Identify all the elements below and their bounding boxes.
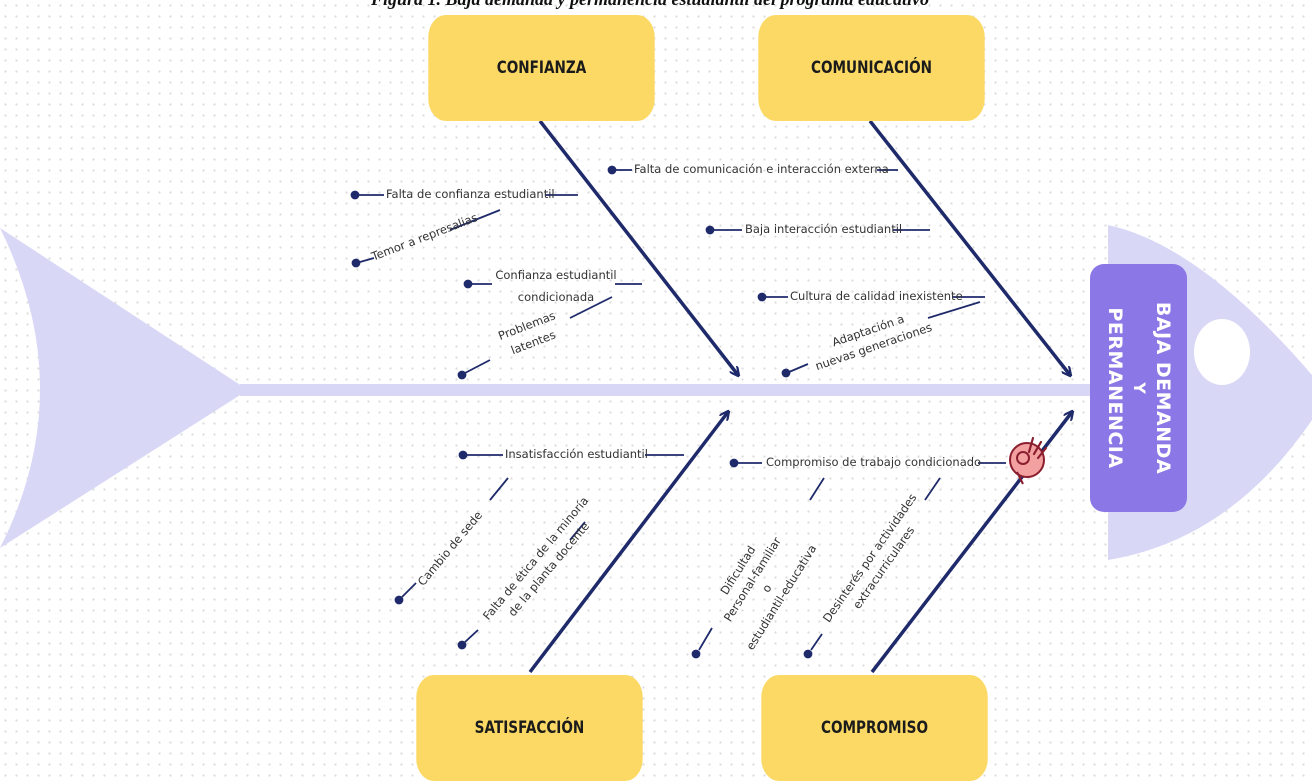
effect-label: BAJA DEMANDA Y PERMANENCIA	[1103, 268, 1175, 508]
category-compromiso-label: COMPROMISO	[820, 718, 929, 738]
category-satisfaccion-label: SATISFACCIÓN	[474, 718, 585, 738]
cause-confianza-condicionada: Confianza estudiantil condicionada	[492, 264, 620, 308]
category-satisfaccion: SATISFACCIÓN	[416, 675, 643, 781]
figure-caption: Figura 1. Baja demanda y permanencia est…	[200, 0, 1100, 10]
bone-confianza	[538, 119, 738, 375]
bone-satisfaccion	[528, 412, 728, 674]
cause-compromiso-condicionado: Compromiso de trabajo condicionado	[766, 455, 982, 469]
category-confianza-label: CONFIANZA	[496, 58, 587, 78]
cause-insatisfaccion: Insatisfacción estudiantil	[505, 447, 648, 461]
category-confianza: CONFIANZA	[428, 15, 655, 121]
fish-tail	[0, 228, 248, 548]
fish-spine	[240, 384, 1112, 396]
category-compromiso: COMPROMISO	[761, 675, 988, 781]
effect-line-3: PERMANENCIA	[1103, 307, 1126, 469]
cause-falta-confianza: Falta de confianza estudiantil	[386, 187, 555, 201]
cause-cultura-calidad: Cultura de calidad inexistente	[790, 289, 963, 303]
effect-line-2: Y	[1129, 382, 1149, 394]
category-comunicacion: COMUNICACIÓN	[758, 15, 985, 121]
cause-confianza-condicionada-line2: condicionada	[517, 290, 595, 304]
fish-eye	[1194, 319, 1250, 385]
bone-comunicacion	[868, 119, 1070, 375]
effect-line-1: BAJA DEMANDA	[1151, 301, 1174, 475]
effect-box: BAJA DEMANDA Y PERMANENCIA	[1090, 264, 1187, 512]
cause-falta-comunicacion: Falta de comunicación e interacción exte…	[634, 162, 889, 176]
ok-hand-icon	[1009, 436, 1048, 485]
category-comunicacion-label: COMUNICACIÓN	[810, 58, 933, 78]
cause-baja-interaccion: Baja interacción estudiantil	[745, 222, 903, 236]
cause-confianza-condicionada-line1: Confianza estudiantil	[495, 268, 617, 282]
